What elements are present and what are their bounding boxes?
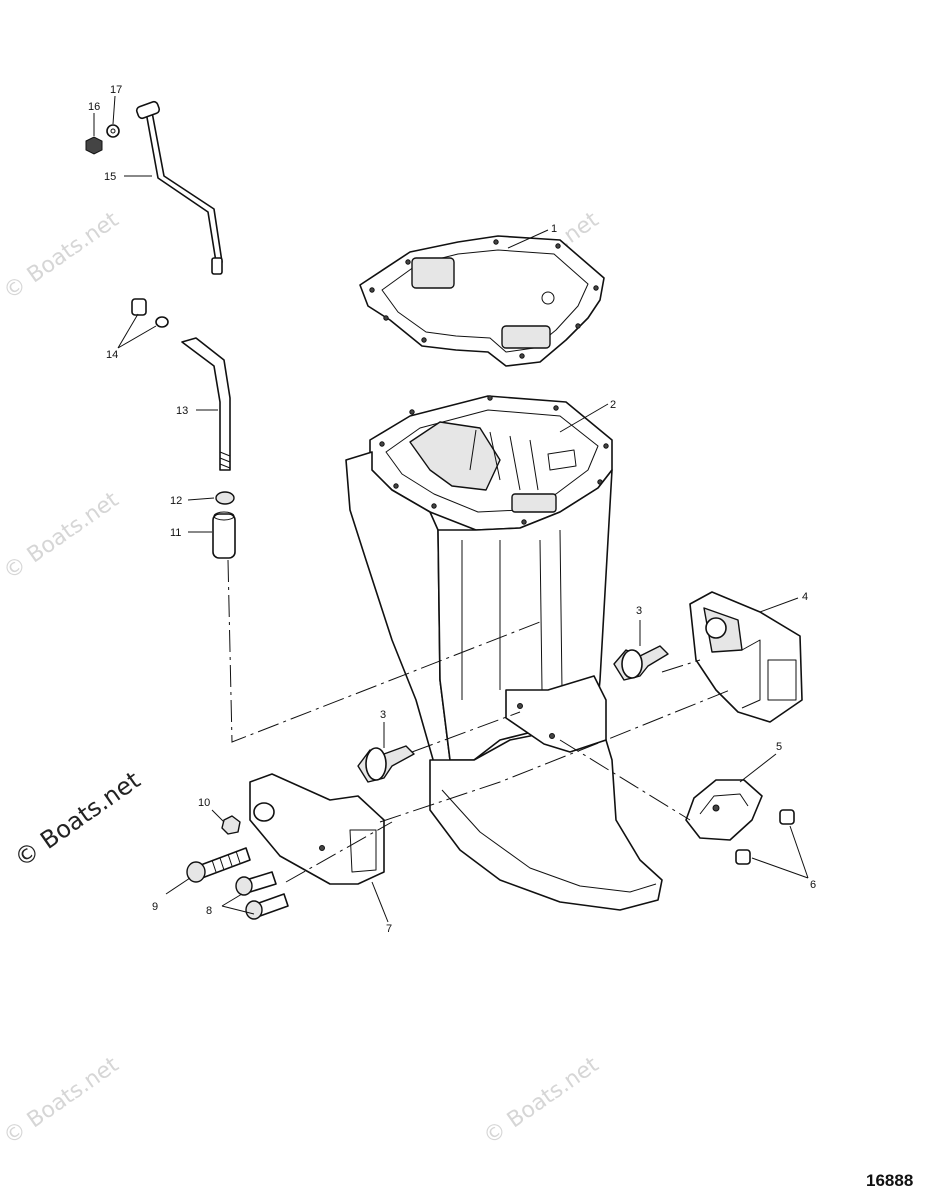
watermark-text: © Boats.net <box>0 1052 124 1150</box>
callouts: 16 17 15 1 14 2 13 12 11 4 3 3 5 10 6 9 … <box>88 84 816 935</box>
bolt-9 <box>186 847 251 883</box>
callout-4: 4 <box>802 591 808 603</box>
callout-7: 7 <box>386 923 392 935</box>
callout-3-upper: 3 <box>636 605 642 617</box>
mount-bracket-4 <box>689 591 803 723</box>
callout-9: 9 <box>152 901 158 913</box>
callout-5: 5 <box>776 741 782 753</box>
washer-14 <box>155 316 169 328</box>
leader-lines <box>93 95 809 923</box>
watermark-text: © Boats.net <box>0 487 124 585</box>
callout-8: 8 <box>206 905 212 917</box>
callout-3-lower: 3 <box>380 709 386 721</box>
shift-rod-lower <box>181 337 231 471</box>
washer-17 <box>106 124 120 138</box>
mount-bracket-7 <box>249 773 385 885</box>
coupler-11 <box>212 511 236 559</box>
assembly-lines <box>227 559 731 883</box>
watermark-text: © Boats.net <box>479 1052 604 1150</box>
callout-1: 1 <box>551 223 557 235</box>
callout-11: 11 <box>170 527 181 539</box>
nut-10 <box>221 815 241 835</box>
watermark-text-dark: © Boats.net <box>9 766 145 873</box>
callout-6: 6 <box>810 879 816 891</box>
driveshaft-housing-2 <box>345 395 663 911</box>
bolt-8 <box>235 871 289 920</box>
mount-3-upper <box>613 645 669 681</box>
screw-6 <box>735 809 795 865</box>
callout-16: 16 <box>88 101 100 113</box>
screw-14 <box>131 298 147 316</box>
callout-14: 14 <box>106 349 118 361</box>
callout-2: 2 <box>610 399 616 411</box>
figure-number: 16888 <box>866 1171 913 1190</box>
watermark-text: © Boats.net <box>0 207 124 305</box>
cover-5 <box>685 779 763 841</box>
shift-rod-upper <box>135 100 223 275</box>
callout-13: 13 <box>176 405 188 417</box>
nut-12 <box>215 491 235 505</box>
mount-3-lower <box>357 745 415 783</box>
callout-10: 10 <box>198 797 210 809</box>
callout-12: 12 <box>170 495 182 507</box>
gasket-1 <box>359 235 605 367</box>
callout-15: 15 <box>104 171 116 183</box>
nut-16 <box>85 136 103 155</box>
callout-17: 17 <box>110 84 122 96</box>
